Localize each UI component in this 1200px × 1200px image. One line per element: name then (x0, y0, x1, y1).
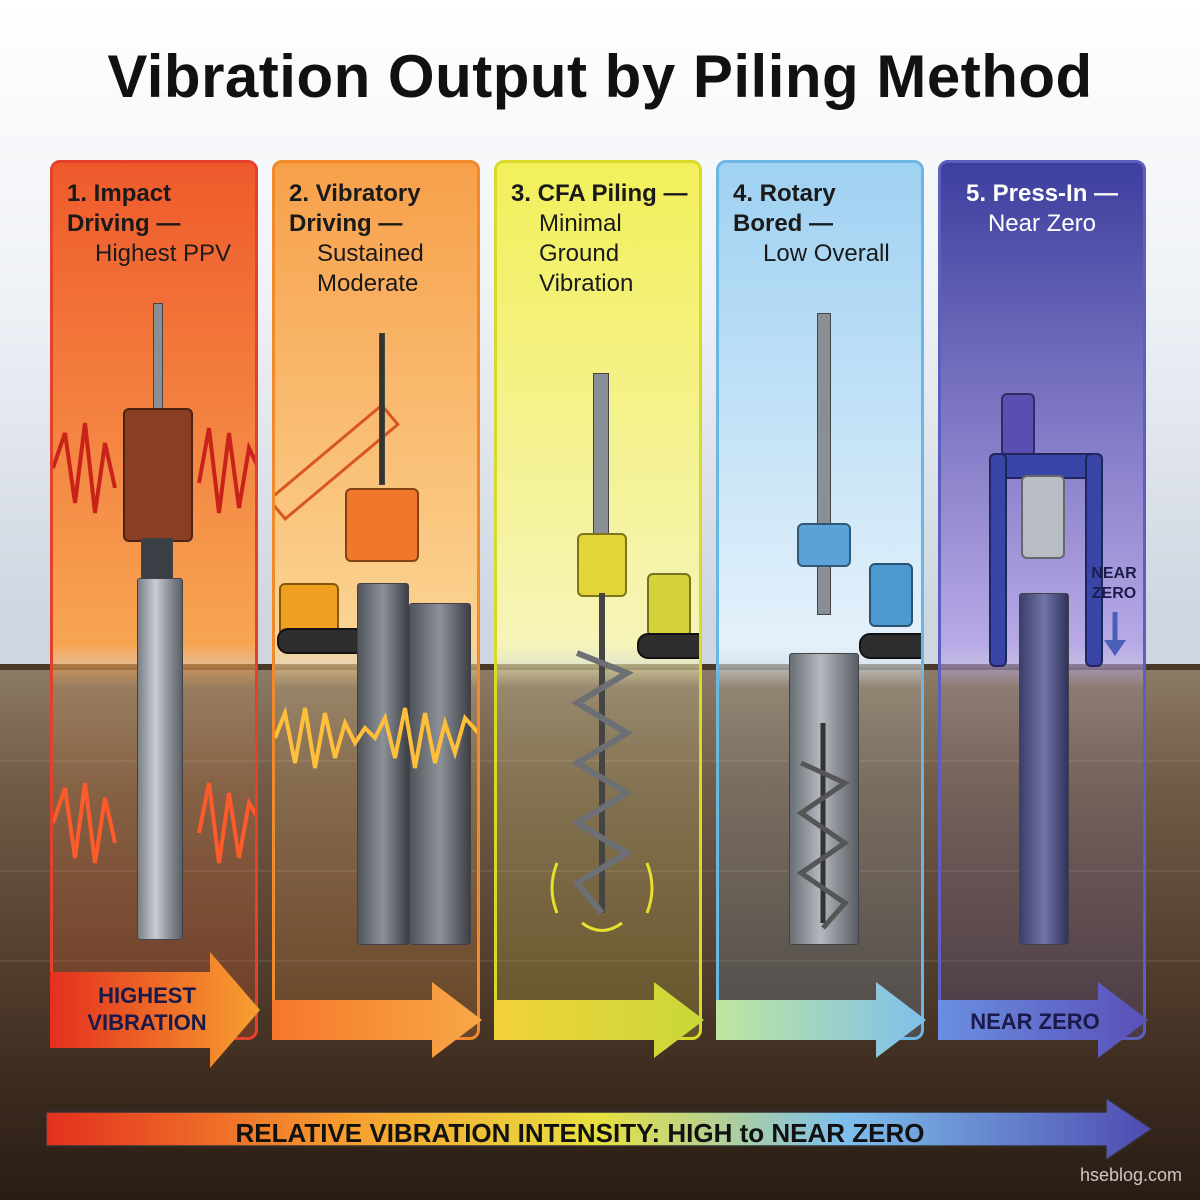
panel-label: 5. Press-In — (965, 180, 1119, 207)
vibration-wave (275, 706, 477, 769)
drilling-mast (593, 373, 609, 545)
panel-title: 3. CFA Piling — Minimal Ground Vibration (511, 179, 689, 299)
panel-label: 2. Vibratory Driving — (289, 180, 421, 237)
vibration-wave-above-ground (53, 422, 255, 514)
vibration-wave-below-ground (53, 782, 255, 864)
rig-cab (647, 573, 691, 637)
sheet-pile (409, 603, 471, 945)
panel-title: 4. Rotary Bored — Low Overall (733, 179, 911, 269)
panel-subtitle: Low Overall (763, 240, 890, 267)
panel-vibratory-driving: 2. Vibratory Driving — Sustained Moderat… (272, 160, 480, 1040)
rotary-drive (797, 523, 851, 567)
minimal-vibration-ripple (550, 862, 654, 932)
rotary-head (577, 533, 627, 597)
kelly-bar (817, 313, 831, 615)
panel-label: 3. CFA Piling — (511, 180, 688, 207)
highest-vibration-label: HIGHEST VIBRATION (87, 983, 207, 1035)
panel-label: 1. Impact Driving — (67, 180, 181, 237)
hammer-helmet (141, 538, 173, 580)
vibro-hammer (345, 488, 419, 562)
down-arrow-icon (1104, 612, 1126, 656)
panel-rotary-bored: 4. Rotary Bored — Low Overall (716, 160, 924, 1040)
arrow-press-in (938, 982, 1148, 1058)
intensity-scale-arrow (46, 1098, 1154, 1160)
press-frame-right (1085, 453, 1103, 667)
panel-title: 2. Vibratory Driving — Sustained Moderat… (289, 179, 467, 299)
rig-cab (869, 563, 913, 627)
panel-cfa-piling: 3. CFA Piling — Minimal Ground Vibration (494, 160, 702, 1040)
crane-cable (379, 333, 385, 485)
page-title: Vibration Output by Piling Method (107, 43, 1093, 110)
panel-impact-driving: 1. Impact Driving — Highest PPV (50, 160, 258, 1040)
press-frame-left (989, 453, 1007, 667)
panel-title: 5. Press-In — Near Zero (945, 179, 1139, 239)
panel-subtitle: Minimal Ground Vibration (539, 210, 634, 297)
panel-subtitle: Highest PPV (95, 240, 232, 267)
concrete-pile (137, 578, 183, 940)
panel-title: 1. Impact Driving — Highest PPV (67, 179, 245, 269)
press-ram (1021, 475, 1065, 559)
sheet-pile (357, 583, 409, 945)
hydraulic-cylinder (1001, 393, 1035, 457)
panel-label: 4. Rotary Bored — (733, 180, 836, 237)
intensity-scale-label: RELATIVE VIBRATION INTENSITY: HIGH to NE… (235, 1118, 925, 1148)
near-zero-label: NEAR ZERO (970, 1009, 1100, 1034)
steel-pile (1019, 593, 1069, 945)
rig-track (859, 633, 921, 659)
drill-auger (796, 723, 851, 930)
arrow-rotary (716, 982, 926, 1058)
panel-subtitle: Near Zero (987, 210, 1097, 237)
arrow-vibratory (272, 982, 482, 1058)
auger-flight (571, 593, 634, 915)
arrow-cfa (494, 982, 704, 1058)
source-credit: hseblog.com (1079, 1165, 1182, 1185)
panel-subtitle: Sustained Moderate (317, 240, 424, 297)
near-zero-tag: NEAR ZERO (1091, 565, 1137, 602)
arrow-impact (50, 952, 260, 1068)
rig-track (637, 633, 699, 659)
